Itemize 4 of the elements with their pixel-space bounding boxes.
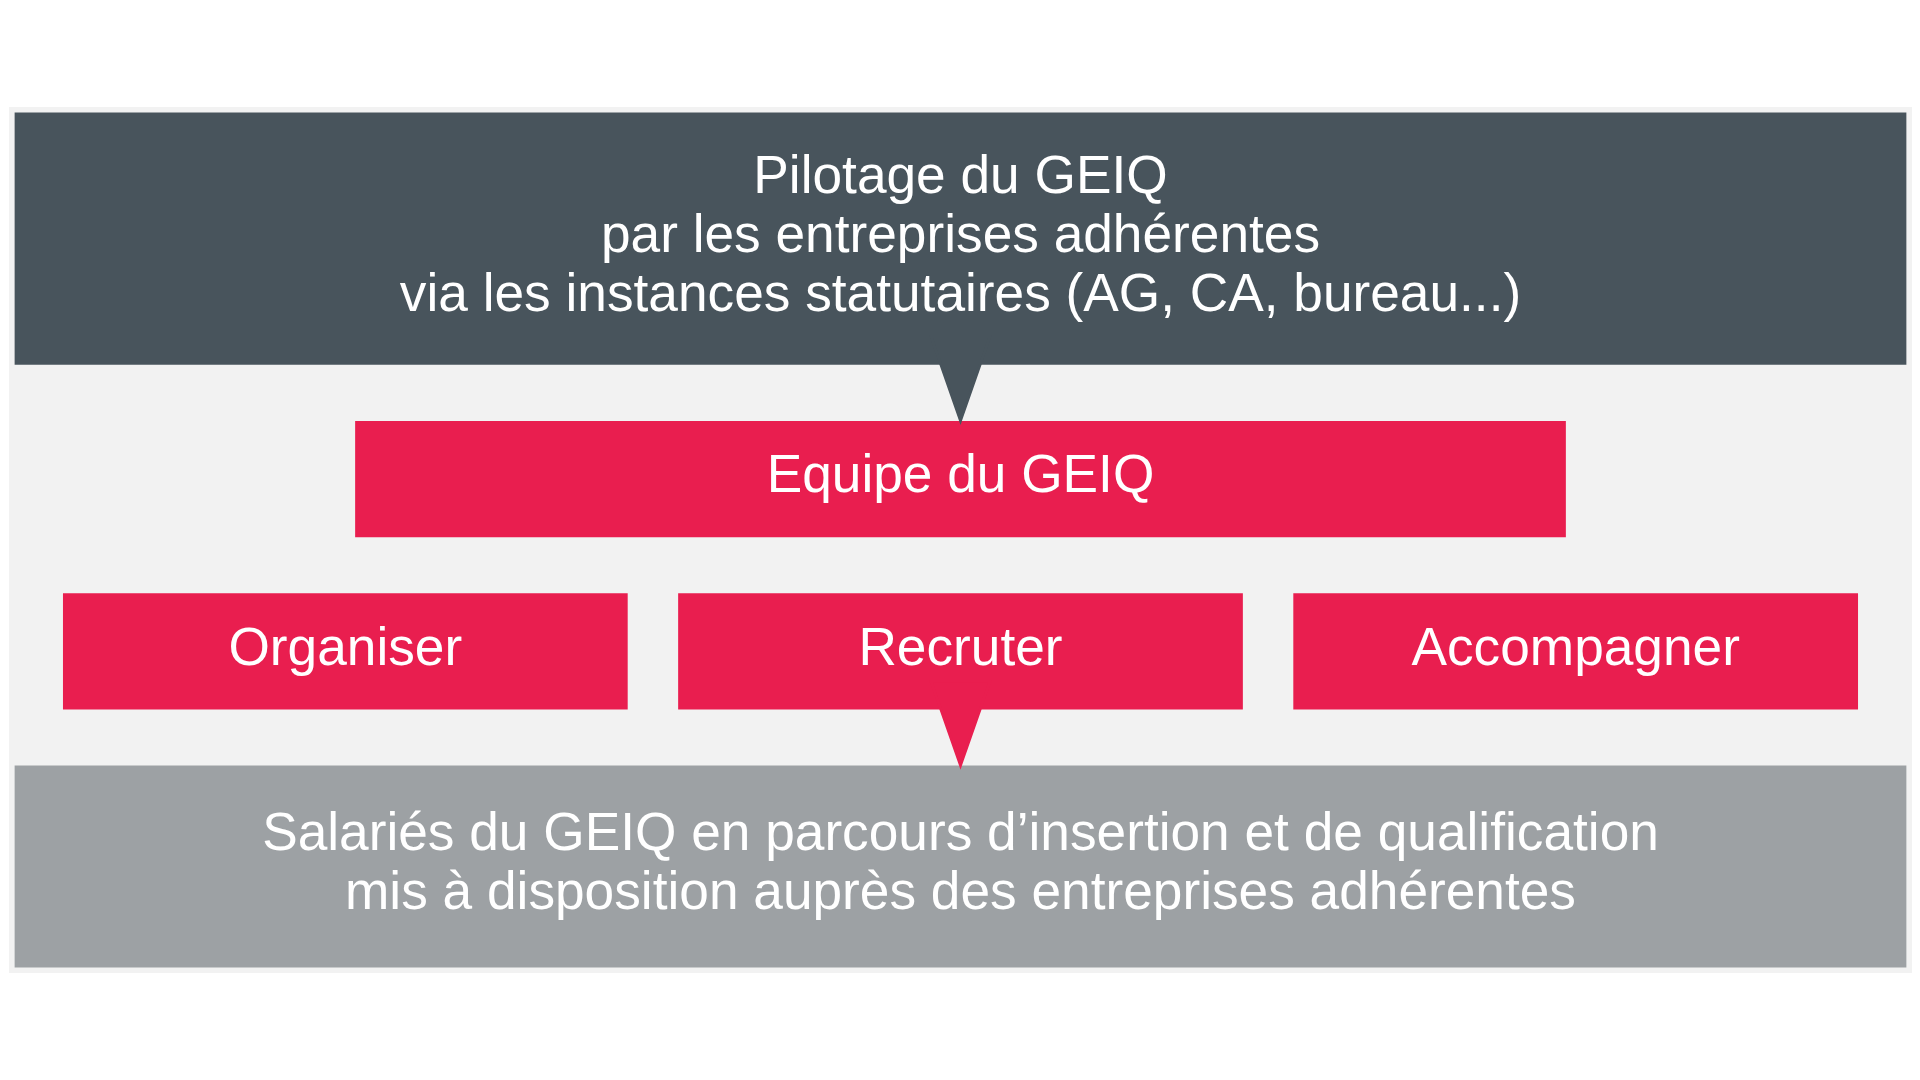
node-box: Equipe du GEIQ xyxy=(354,420,1566,538)
node-box: Accompagner xyxy=(1292,593,1858,710)
node-box: Organiser xyxy=(62,593,628,710)
node-box: Salariés du GEIQ en parcours d’insertion et de qualification mis à disposition auprès des entreprises adhérentes xyxy=(14,765,1906,968)
